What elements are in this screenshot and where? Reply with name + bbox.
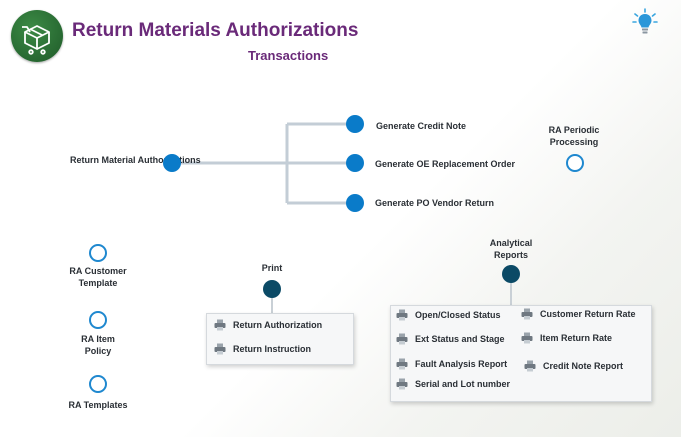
templates-label: RA Templates bbox=[68, 400, 128, 410]
report-return-authorization[interactable]: Return Authorization bbox=[214, 319, 322, 331]
printer-icon bbox=[396, 333, 408, 345]
printer-icon bbox=[396, 358, 408, 370]
periodic-node[interactable] bbox=[566, 154, 584, 172]
analytical-label: Analytical Reports bbox=[489, 238, 533, 260]
report-label: Ext Status and Stage bbox=[415, 334, 505, 344]
report-return-instruction[interactable]: Return Instruction bbox=[214, 343, 311, 355]
analytical-node[interactable] bbox=[502, 265, 520, 283]
print-label: Print bbox=[261, 263, 283, 273]
report-fault-analysis[interactable]: Fault Analysis Report bbox=[396, 358, 507, 370]
report-item-return-rate[interactable]: Item Return Rate bbox=[521, 332, 612, 344]
printer-icon bbox=[214, 319, 226, 331]
printer-icon bbox=[521, 308, 533, 320]
print-panel bbox=[206, 313, 354, 365]
customer-template-label: RA Customer Template bbox=[69, 266, 127, 288]
oe-replacement-label[interactable]: Generate OE Replacement Order bbox=[375, 159, 516, 169]
report-customer-return-rate[interactable]: Customer Return Rate bbox=[521, 308, 636, 320]
source-node[interactable] bbox=[163, 154, 181, 172]
report-ext-status-stage[interactable]: Ext Status and Stage bbox=[396, 333, 505, 345]
periodic-label: RA Periodic Processing bbox=[548, 125, 600, 147]
po-vendor-return-node[interactable] bbox=[346, 194, 364, 212]
analytical-panel bbox=[390, 305, 652, 402]
customer-template-node[interactable] bbox=[89, 244, 107, 262]
printer-icon bbox=[396, 378, 408, 390]
oe-replacement-node[interactable] bbox=[346, 154, 364, 172]
report-label: Credit Note Report bbox=[543, 361, 624, 371]
templates-node[interactable] bbox=[89, 375, 107, 393]
printer-icon bbox=[521, 332, 533, 344]
item-policy-node[interactable] bbox=[89, 311, 107, 329]
printer-icon bbox=[214, 343, 226, 355]
source-label: Return Material Authorizations bbox=[70, 155, 201, 165]
report-label: Fault Analysis Report bbox=[415, 359, 508, 369]
report-credit-note[interactable]: Credit Note Report bbox=[524, 360, 623, 372]
report-label: Open/Closed Status bbox=[415, 310, 501, 320]
lightbulb-icon[interactable] bbox=[632, 8, 658, 38]
report-label: Customer Return Rate bbox=[540, 309, 636, 319]
printer-icon bbox=[524, 360, 536, 372]
po-vendor-return-label[interactable]: Generate PO Vendor Return bbox=[375, 198, 495, 208]
report-open-closed-status[interactable]: Open/Closed Status bbox=[396, 309, 501, 321]
print-node[interactable] bbox=[263, 280, 281, 298]
report-serial-lot[interactable]: Serial and Lot number bbox=[396, 378, 510, 390]
page-title: Return Materials Authorizations bbox=[72, 20, 359, 41]
report-label: Serial and Lot number bbox=[415, 379, 511, 389]
credit-note-node[interactable] bbox=[346, 115, 364, 133]
page-subtitle: Transactions bbox=[248, 48, 329, 63]
item-policy-label: RA Item Policy bbox=[81, 334, 115, 356]
logo-icon bbox=[11, 10, 63, 62]
report-label: Return Authorization bbox=[233, 320, 323, 330]
credit-note-label[interactable]: Generate Credit Note bbox=[376, 121, 467, 131]
report-label: Return Instruction bbox=[233, 344, 311, 354]
printer-icon bbox=[396, 309, 408, 321]
report-label: Item Return Rate bbox=[540, 333, 613, 343]
